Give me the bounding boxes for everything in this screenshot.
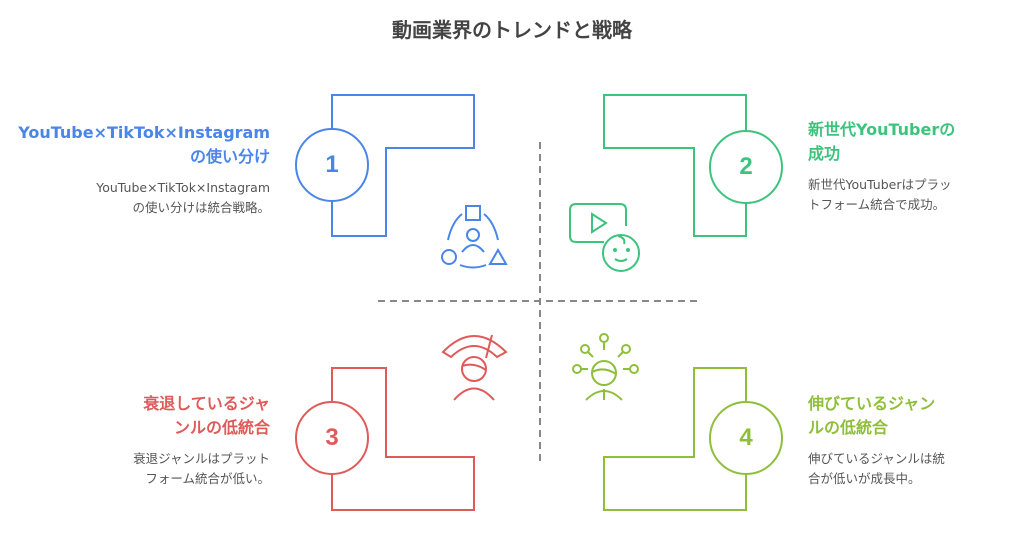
heading-line: の使い分け bbox=[189, 147, 270, 166]
quadrant-2-heading: 新世代YouTuberの成功 bbox=[808, 118, 1018, 166]
quadrant-4-heading: 伸びているジャンルの低統合 bbox=[808, 392, 1018, 440]
step-number-1: 1 bbox=[325, 151, 339, 178]
connected-person-icon bbox=[572, 333, 639, 401]
desc-line: トフォーム統合で成功。 bbox=[808, 197, 946, 212]
desc-line: 新世代YouTuberはプラッ bbox=[808, 177, 952, 192]
desc-line: フォーム統合が低い。 bbox=[145, 471, 270, 486]
desc-line: 衰退ジャンルはプラット bbox=[133, 451, 270, 466]
quadrant-1-heading: YouTube×TikTok×Instagram の使い分け bbox=[0, 121, 270, 169]
quadrant-4-desc: 伸びているジャンルは統合が低いが成長中。 bbox=[808, 449, 1018, 489]
heading-line: ルの低統合 bbox=[808, 418, 889, 437]
quadrant-1-text: YouTube×TikTok×Instagram の使い分け YouTube×Ti… bbox=[0, 121, 270, 218]
quadrant-3-desc: 衰退ジャンルはプラットフォーム統合が低い。 bbox=[0, 449, 270, 489]
heading-line: 伸びているジャン bbox=[808, 394, 936, 413]
heading-line: 成功 bbox=[808, 144, 841, 163]
heading-line: 新世代YouTuberの bbox=[808, 120, 956, 139]
quadrant-4-text: 伸びているジャンルの低統合 伸びているジャンルは統合が低いが成長中。 bbox=[808, 392, 1018, 489]
gauge-person-icon bbox=[441, 334, 508, 401]
video-baby-icon bbox=[569, 203, 640, 272]
step-number-2: 2 bbox=[739, 153, 753, 180]
quadrant-3-shape bbox=[295, 367, 475, 511]
heading-line: YouTube×TikTok×Instagram bbox=[18, 123, 270, 142]
quadrant-2-shape bbox=[603, 94, 783, 237]
quadrant-1-desc: YouTube×TikTok×Instagram の使い分けは統合戦略。 bbox=[0, 178, 270, 218]
desc-line: YouTube×TikTok×Instagram bbox=[96, 180, 270, 195]
step-number-4: 4 bbox=[739, 424, 753, 451]
shapes-person-icon bbox=[441, 205, 508, 269]
desc-line: 伸びているジャンルは統 bbox=[808, 451, 945, 466]
quadrant-2-text: 新世代YouTuberの成功 新世代YouTuberはプラットフォーム統合で成功… bbox=[808, 118, 1018, 215]
heading-line: ンルの低統合 bbox=[173, 418, 270, 437]
desc-line: 合が低いが成長中。 bbox=[808, 471, 921, 486]
quadrant-3-text: 衰退しているジャンルの低統合 衰退ジャンルはプラットフォーム統合が低い。 bbox=[0, 392, 270, 489]
quadrant-3-heading: 衰退しているジャンルの低統合 bbox=[0, 392, 270, 440]
page-title: 動画業界のトレンドと戦略 bbox=[392, 18, 632, 42]
axis-lines bbox=[378, 142, 702, 462]
heading-line: 衰退しているジャ bbox=[143, 394, 270, 413]
desc-line: の使い分けは統合戦略。 bbox=[132, 200, 270, 215]
quadrant-4-shape bbox=[603, 367, 783, 511]
step-number-3: 3 bbox=[325, 424, 339, 451]
quadrant-1-shape bbox=[295, 94, 475, 237]
quadrant-2-desc: 新世代YouTuberはプラットフォーム統合で成功。 bbox=[808, 175, 1018, 215]
